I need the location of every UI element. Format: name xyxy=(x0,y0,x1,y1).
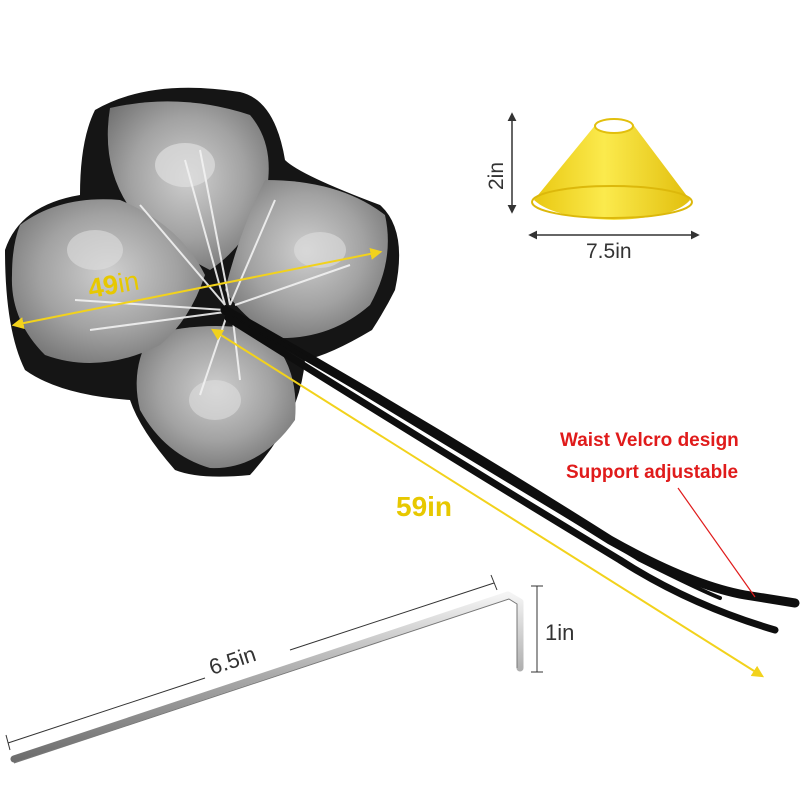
stake-length-line-b xyxy=(289,582,495,651)
canopy-highlight xyxy=(189,380,241,420)
stake-rod xyxy=(10,591,524,763)
stake-length-label: 6.5in xyxy=(206,641,259,680)
parachute-length-dimension: 59in xyxy=(210,328,765,678)
cone-width-dimension: 7.5in xyxy=(528,230,700,263)
cone-height-dimension: 2in xyxy=(485,112,517,214)
cone-base-rim xyxy=(531,185,693,219)
velcro-callout: Waist Velcro design Support adjustable xyxy=(560,430,756,598)
stake-height-label: 1in xyxy=(545,620,574,645)
length-dimension-arrow xyxy=(210,328,765,678)
stake-length-tick xyxy=(5,734,11,751)
width-dimension-arrow xyxy=(11,247,383,330)
cone-height-label: 2in xyxy=(485,162,508,190)
width-unit: in xyxy=(115,265,141,298)
stake-length-line-a xyxy=(7,677,206,744)
cone-width-label: 7.5in xyxy=(586,240,632,263)
cone-body xyxy=(534,119,690,220)
agility-cone xyxy=(531,118,693,220)
stake-rod-edge xyxy=(13,598,518,764)
stake-length-dimension xyxy=(5,574,498,751)
canopy-highlight xyxy=(67,230,123,270)
callout-line-2: Support adjustable xyxy=(566,462,738,483)
parachute xyxy=(5,87,800,634)
ground-stake xyxy=(10,591,524,764)
stake-height-dimension xyxy=(531,585,543,673)
parachute-length-label: 59in xyxy=(396,491,452,522)
cone-top-hole xyxy=(594,118,634,134)
parachute-width-label: 49in xyxy=(86,265,141,303)
callout-line-1: Waist Velcro design xyxy=(560,430,739,451)
stake-length-tick xyxy=(490,574,498,591)
width-number: 49 xyxy=(86,269,121,304)
callout-leader-line xyxy=(677,487,756,598)
parachute-width-dimension: 49in xyxy=(11,247,383,330)
canopy-highlight xyxy=(294,232,346,268)
